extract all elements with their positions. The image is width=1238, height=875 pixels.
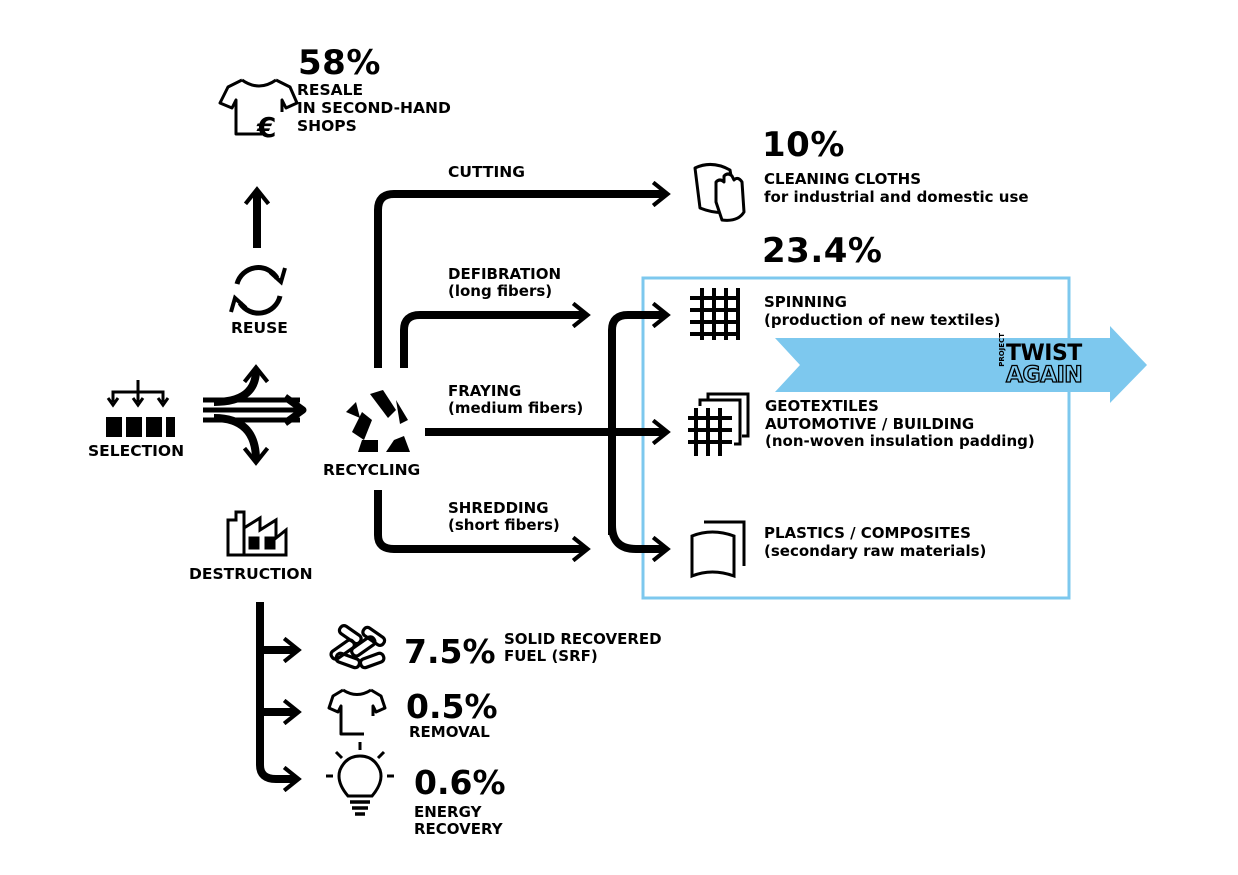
spinning-label: SPINNING (production of new textiles)	[764, 293, 1001, 329]
cutting-label: CUTTING	[448, 163, 525, 181]
srf-line-1: SOLID RECOVERED	[504, 630, 662, 648]
tshirt-outline-icon	[327, 688, 387, 736]
energy-label: ENERGY RECOVERY	[414, 804, 503, 837]
fraying-label: FRAYING (medium fibers)	[448, 383, 583, 417]
fraying-title: FRAYING	[448, 382, 522, 400]
reuse-label: REUSE	[231, 319, 288, 337]
cloth-hand-icon	[693, 163, 746, 222]
lightbulb-icon	[326, 742, 394, 816]
recycling-label: RECYCLING	[323, 461, 421, 479]
cleaning-percent: 10%	[762, 125, 845, 165]
cleaning-title: CLEANING CLOTHS	[764, 170, 922, 188]
arrow-destruction-trunk	[256, 602, 296, 779]
arrow-shredding	[374, 490, 585, 549]
resale-percent: 58%	[298, 43, 381, 83]
resale-line-1: RESALE	[297, 81, 364, 99]
cycle-arrows-icon	[229, 265, 287, 316]
resale-line-2: IN SECOND-HAND	[297, 98, 451, 117]
cleaning-detail: for industrial and domestic use	[764, 188, 1029, 206]
recycled-fiber-box	[641, 276, 1071, 600]
geotextiles-line-2: AUTOMOTIVE / BUILDING	[765, 414, 975, 433]
geotextiles-line-1: GEOTEXTILES	[765, 397, 879, 415]
plastics-detail: (secondary raw materials)	[764, 541, 987, 560]
defibration-detail: (long fibers)	[448, 281, 553, 300]
grid-icon	[690, 288, 740, 340]
defibration-title: DEFIBRATION	[448, 265, 562, 283]
geotextiles-detail: (non-woven insulation padding)	[765, 432, 1035, 451]
energy-percent: 0.6%	[414, 763, 506, 802]
resale-label: RESALE IN SECOND-HAND SHOPS	[297, 81, 451, 135]
defibration-label: DEFIBRATION (long fibers)	[448, 266, 561, 300]
shredding-title: SHREDDING	[448, 499, 549, 517]
fiber-group-percent: 23.4%	[762, 231, 883, 271]
arrow-to-reuse	[213, 370, 256, 406]
selection-label: SELECTION	[88, 442, 185, 460]
geotextiles-label: GEOTEXTILES AUTOMOTIVE / BUILDING (non-w…	[765, 397, 1035, 451]
removal-label: REMOVAL	[409, 723, 490, 741]
energy-line-2: RECOVERY	[414, 819, 503, 838]
cleaning-label: CLEANING CLOTHS for industrial and domes…	[764, 170, 1029, 206]
plastics-title: PLASTICS / COMPOSITES	[764, 524, 971, 542]
arrow-defibration	[400, 315, 585, 368]
removal-percent: 0.5%	[406, 687, 498, 726]
twist-again-banner	[775, 326, 1147, 403]
spinning-title: SPINNING	[764, 293, 847, 311]
arrow-to-plastics	[608, 524, 665, 549]
arrow-to-destruction	[213, 414, 256, 460]
fuel-pellets-icon	[329, 623, 387, 670]
fraying-detail: (medium fibers)	[448, 398, 584, 417]
energy-line-1: ENERGY	[414, 803, 482, 821]
sheets-icon	[690, 520, 746, 579]
svg-text:€: €	[256, 111, 276, 144]
plastics-label: PLASTICS / COMPOSITES (secondary raw mat…	[764, 524, 987, 560]
spinning-detail: (production of new textiles)	[764, 310, 1001, 329]
sorting-icon	[106, 380, 175, 437]
arrow-to-spinning	[608, 315, 665, 535]
tshirt-euro-icon: €	[218, 78, 299, 144]
arrow-cutting	[374, 194, 665, 368]
banner-line-1: TWIST	[1006, 341, 1082, 366]
layered-grid-icon	[688, 392, 750, 456]
shredding-detail: (short fibers)	[448, 515, 560, 534]
recycle-icon	[346, 390, 410, 452]
srf-percent: 7.5%	[404, 632, 496, 671]
banner-line-2: AGAIN	[1005, 363, 1083, 388]
factory-icon	[226, 510, 288, 557]
srf-line-2: FUEL (SRF)	[504, 647, 598, 666]
shredding-label: SHREDDING (short fibers)	[448, 500, 560, 534]
resale-line-3: SHOPS	[297, 116, 357, 135]
srf-label: SOLID RECOVERED FUEL (SRF)	[504, 630, 662, 666]
destruction-label: DESTRUCTION	[189, 565, 313, 583]
